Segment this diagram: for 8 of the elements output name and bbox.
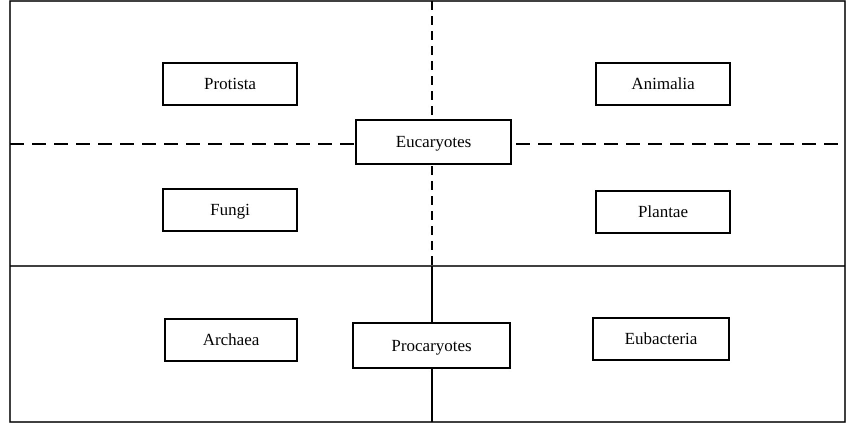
label-box: Archaea — [164, 318, 298, 362]
label-box: Plantae — [595, 190, 731, 234]
label-box: Eucaryotes — [355, 119, 512, 165]
label-box: Procaryotes — [352, 322, 511, 369]
label-box: Protista — [162, 62, 298, 106]
label-box: Animalia — [595, 62, 731, 106]
label-box: Fungi — [162, 188, 298, 232]
label-box: Eubacteria — [592, 317, 730, 361]
